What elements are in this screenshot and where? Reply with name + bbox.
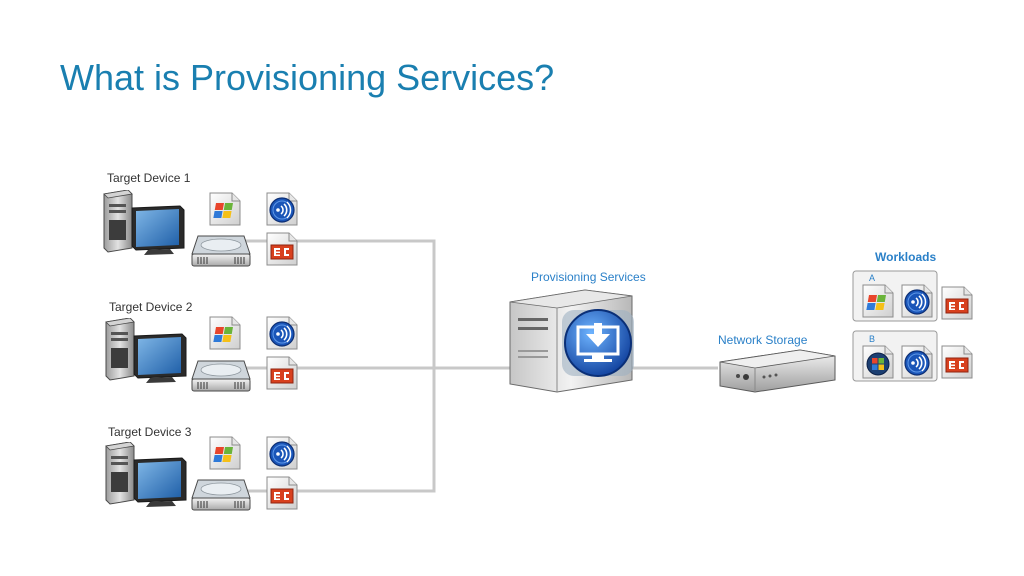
provisioning-server[interactable]: Provisioning Services xyxy=(509,270,646,393)
hard-drive-icon xyxy=(191,235,251,267)
workloads-title: Workloads xyxy=(875,250,936,264)
computer-icon xyxy=(105,318,187,384)
audio-icon xyxy=(902,285,932,317)
page-title: What is Provisioning Services? xyxy=(60,57,555,98)
hard-drive-icon xyxy=(191,360,251,392)
target-device-1[interactable]: Target Device 1 xyxy=(103,171,297,267)
application-icon xyxy=(267,357,297,389)
windows-orb-icon xyxy=(863,346,893,378)
windows-icon xyxy=(210,317,240,349)
computer-icon xyxy=(105,442,187,508)
application-icon xyxy=(267,477,297,509)
workload-group-b[interactable]: B xyxy=(852,330,972,382)
connector-lines xyxy=(245,239,718,493)
windows-icon xyxy=(863,285,893,317)
application-icon xyxy=(942,287,972,319)
application-icon xyxy=(267,233,297,265)
workload-tag: A xyxy=(869,273,875,283)
target-device-label: Target Device 1 xyxy=(107,171,191,185)
target-device-3[interactable]: Target Device 3 xyxy=(105,425,297,511)
network-storage[interactable]: Network Storage xyxy=(718,333,836,393)
target-device-label: Target Device 3 xyxy=(108,425,192,439)
audio-icon xyxy=(267,437,297,469)
workload-tag: B xyxy=(869,334,875,344)
network-storage-label: Network Storage xyxy=(718,333,808,347)
hard-drive-icon xyxy=(191,479,251,511)
audio-icon xyxy=(267,317,297,349)
download-icon xyxy=(562,309,634,377)
nas-icon xyxy=(719,349,836,393)
target-device-label: Target Device 2 xyxy=(109,300,193,314)
audio-icon xyxy=(267,193,297,225)
workload-group-a[interactable]: A xyxy=(852,270,972,322)
windows-icon xyxy=(210,437,240,469)
windows-icon xyxy=(210,193,240,225)
connector-bus xyxy=(245,239,436,493)
audio-icon xyxy=(902,346,932,378)
computer-icon xyxy=(103,190,185,256)
workloads-panel: Workloads A B xyxy=(852,250,972,382)
application-icon xyxy=(942,346,972,378)
provisioning-services-label: Provisioning Services xyxy=(531,270,646,284)
target-device-2[interactable]: Target Device 2 xyxy=(105,300,297,392)
